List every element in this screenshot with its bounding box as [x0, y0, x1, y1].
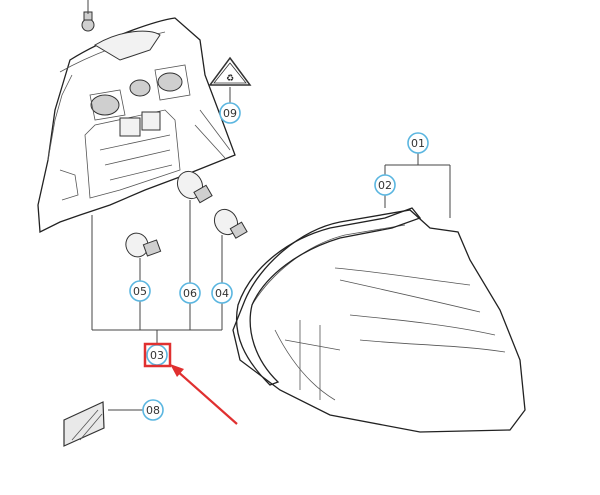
tail-lamp-lens	[232, 207, 526, 433]
svg-text:04: 04	[215, 287, 229, 300]
red-arrow-icon	[170, 364, 238, 425]
highlight-box	[143, 342, 172, 368]
light-film-part-08	[63, 401, 105, 447]
recycling-warning-icon: ♻	[208, 56, 252, 86]
svg-text:09: 09	[223, 107, 237, 120]
svg-text:♻: ♻	[226, 74, 234, 84]
callout-08[interactable]: 08	[142, 399, 164, 421]
bulb-carrier-housing	[37, 11, 236, 234]
svg-text:05: 05	[133, 285, 147, 298]
callout-01[interactable]: 01	[407, 132, 429, 154]
callout-05[interactable]: 05	[129, 280, 151, 302]
callout-06[interactable]: 06	[179, 282, 201, 304]
bulb-05	[125, 232, 162, 258]
svg-text:08: 08	[146, 404, 160, 417]
leader-lines	[87, 0, 451, 411]
svg-text:01: 01	[411, 137, 425, 150]
svg-text:03: 03	[150, 349, 164, 362]
callout-09[interactable]: 09	[219, 102, 241, 124]
callout-03[interactable]: 03	[146, 344, 168, 366]
screw	[81, 18, 95, 32]
callout-04[interactable]: 04	[211, 282, 233, 304]
svg-text:02: 02	[378, 179, 392, 192]
bulb-06	[176, 170, 213, 204]
bulb-04	[213, 208, 248, 239]
callout-02[interactable]: 02	[374, 174, 396, 196]
svg-text:06: 06	[183, 287, 197, 300]
